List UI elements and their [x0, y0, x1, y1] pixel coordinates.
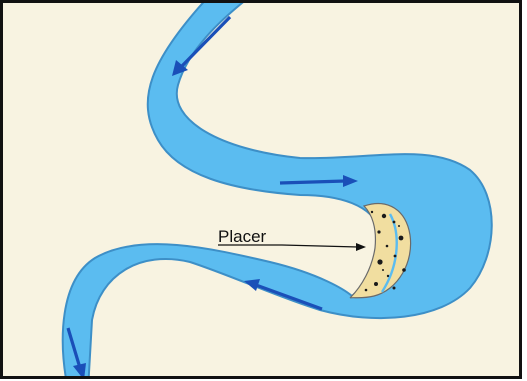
placer-label: Placer: [218, 227, 267, 246]
